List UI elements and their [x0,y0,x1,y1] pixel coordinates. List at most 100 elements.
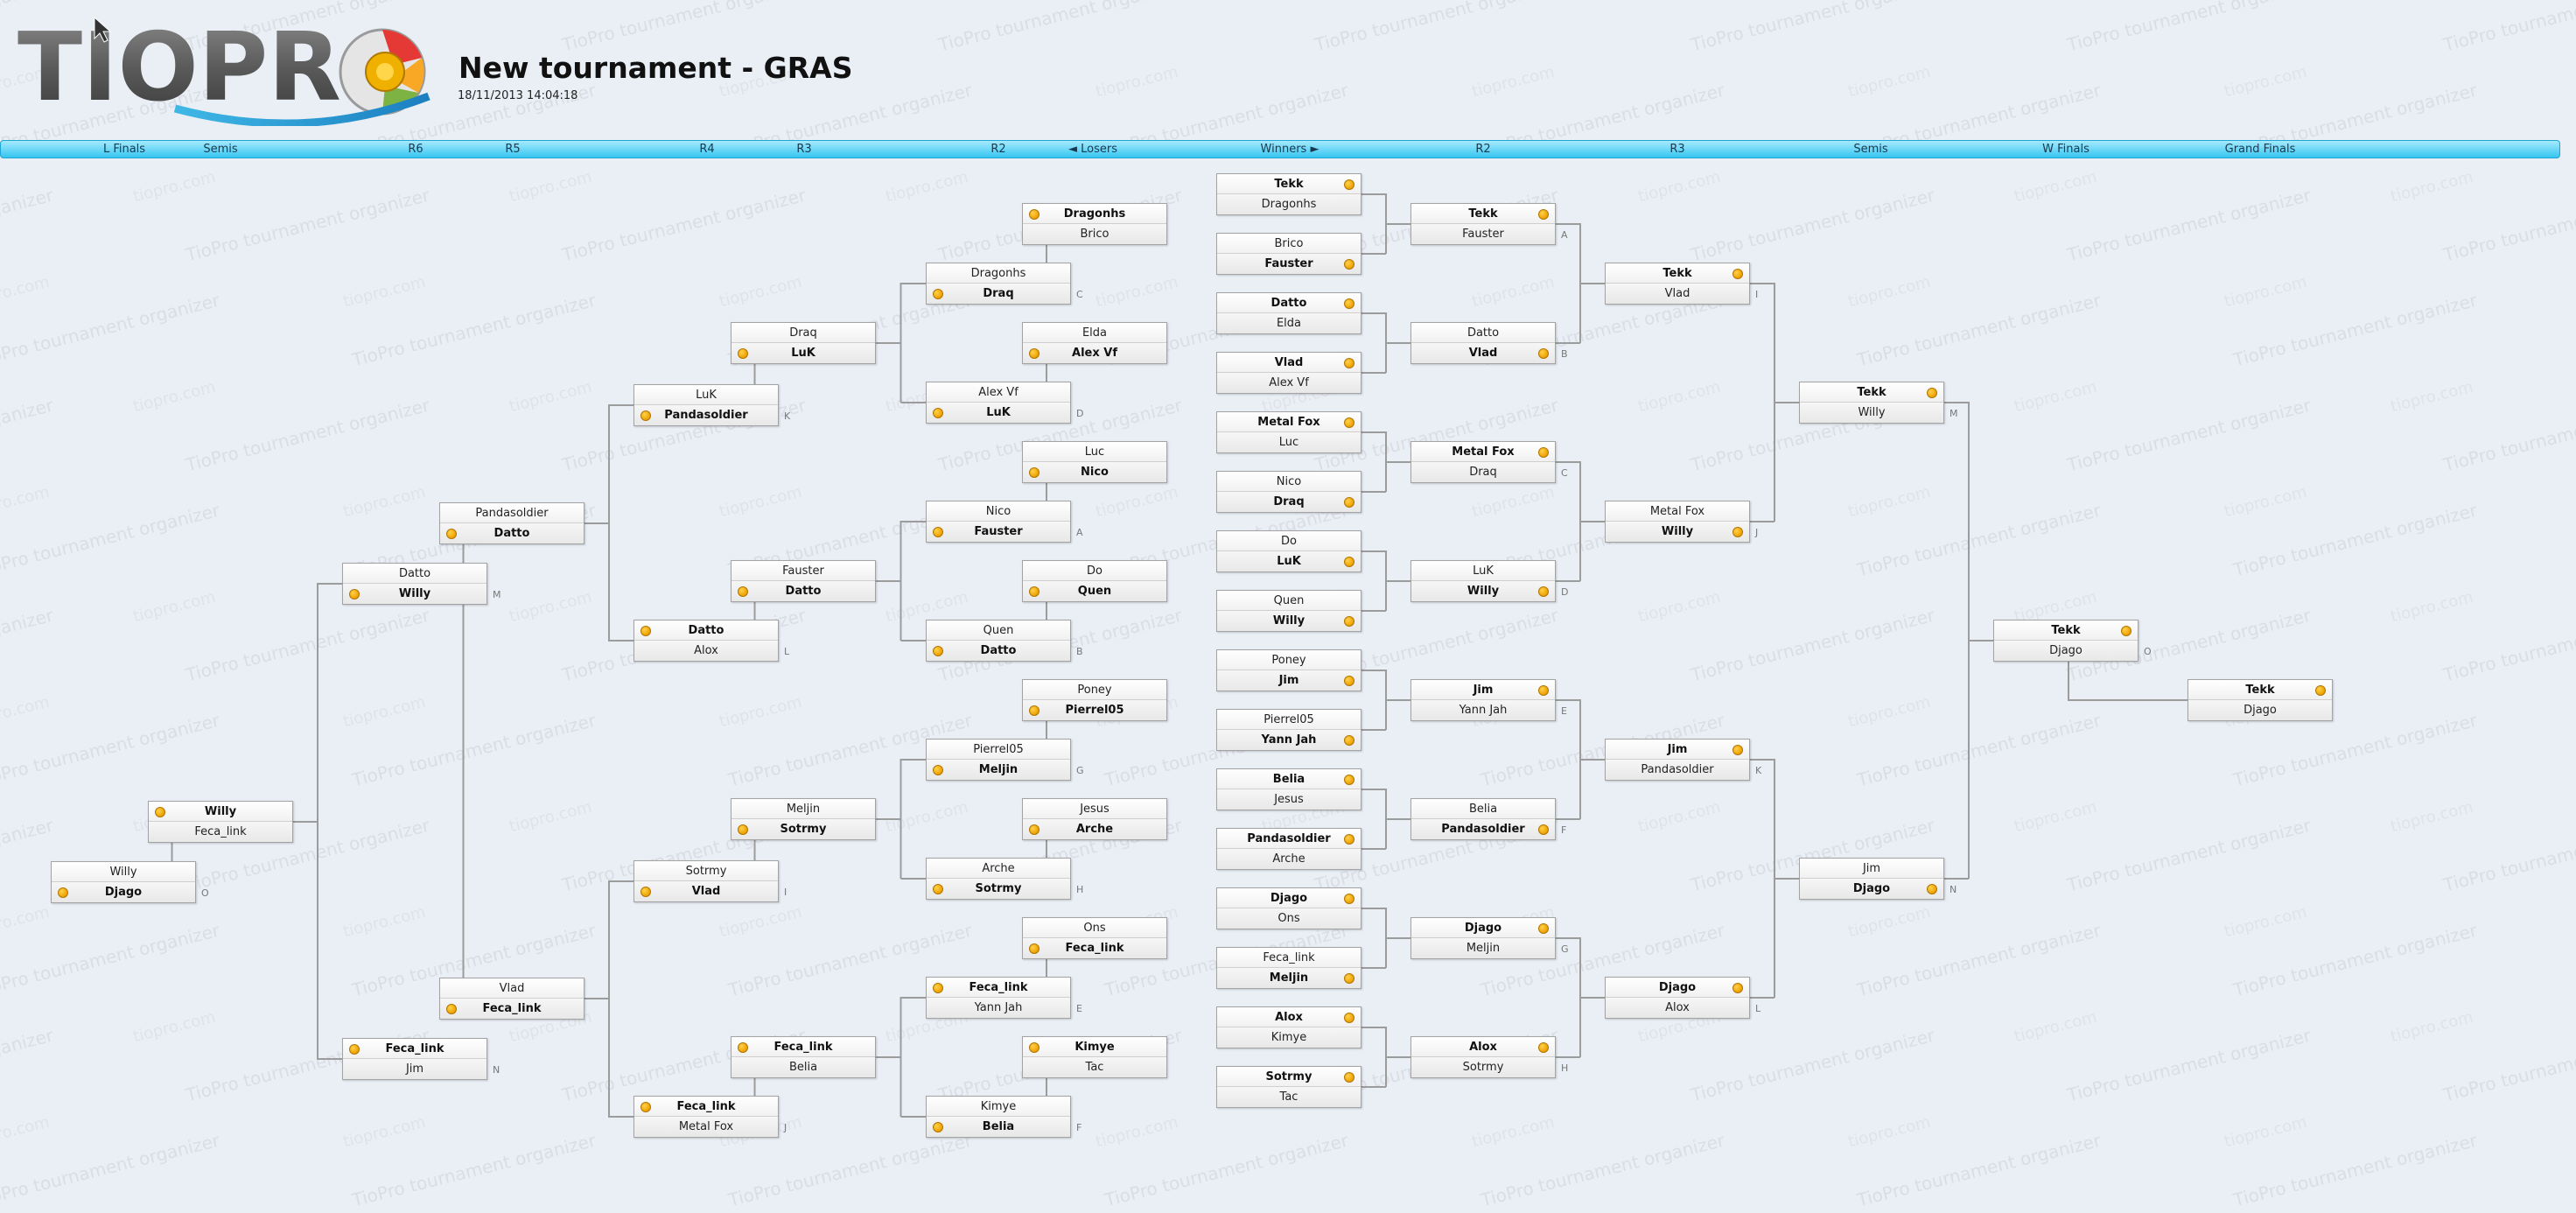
player-slot-top[interactable]: Sotrmy [1217,1067,1361,1087]
player-slot-top[interactable]: Kimye [927,1097,1070,1117]
player-slot-bottom[interactable]: Alex Vf [1023,343,1166,363]
player-slot-top[interactable]: Pierrel05 [927,740,1070,760]
player-slot-top[interactable]: Metal Fox [1217,412,1361,432]
player-slot-bottom[interactable]: Belia [927,1117,1070,1137]
player-slot-bottom[interactable]: Pandasoldier [1411,819,1555,839]
player-slot-bottom[interactable]: Djago [52,882,195,902]
player-slot-bottom[interactable]: Yann Jah [1411,700,1555,720]
player-slot-top[interactable]: Tekk [1800,382,1943,403]
round-label-r5[interactable]: R5 [505,143,521,156]
player-slot-bottom[interactable]: Jim [343,1059,486,1079]
player-slot-bottom[interactable]: Yann Jah [1217,730,1361,750]
round-label-r6[interactable]: R6 [408,143,424,156]
player-slot-bottom[interactable]: Draq [927,284,1070,304]
player-slot-top[interactable]: Tekk [2188,680,2332,700]
player-slot-bottom[interactable]: Djago [1800,879,1943,899]
round-label-lf[interactable]: L Finals [102,143,146,156]
player-slot-top[interactable]: Brico [1217,234,1361,254]
player-slot-bottom[interactable]: Pandasoldier [1606,760,1749,780]
player-slot-bottom[interactable]: Alox [634,641,778,661]
player-slot-top[interactable]: Datto [634,621,778,641]
player-slot-top[interactable]: Metal Fox [1411,442,1555,462]
player-slot-top[interactable]: Feca_link [732,1037,875,1057]
round-label-ws[interactable]: Semis [1853,143,1888,156]
player-slot-bottom[interactable]: Tac [1023,1057,1166,1077]
player-slot-top[interactable]: Ons [1023,918,1166,938]
player-slot-top[interactable]: Fauster [732,561,875,581]
player-slot-top[interactable]: Elda [1023,323,1166,343]
round-label-ls[interactable]: Semis [203,143,238,156]
player-slot-bottom[interactable]: Belia [732,1057,875,1077]
player-slot-bottom[interactable]: Elda [1217,313,1361,333]
player-slot-bottom[interactable]: Fauster [1411,224,1555,244]
player-slot-top[interactable]: Nico [1217,472,1361,492]
player-slot-bottom[interactable]: Meljin [927,760,1070,780]
player-slot-top[interactable]: Vlad [1217,353,1361,373]
player-slot-top[interactable]: Tekk [1994,621,2138,641]
player-slot-top[interactable]: Feca_link [343,1039,486,1059]
player-slot-bottom[interactable]: Tac [1217,1087,1361,1107]
player-slot-bottom[interactable]: Meljin [1411,938,1555,958]
player-slot-bottom[interactable]: Sotrmy [1411,1057,1555,1077]
player-slot-top[interactable]: Meljin [732,799,875,819]
player-slot-bottom[interactable]: Feca_link [440,999,584,1019]
player-slot-top[interactable]: Jim [1411,680,1555,700]
player-slot-top[interactable]: Jim [1606,740,1749,760]
player-slot-top[interactable]: Pandasoldier [1217,829,1361,849]
player-slot-top[interactable]: LuK [634,385,778,405]
player-slot-bottom[interactable]: Draq [1217,492,1361,512]
player-slot-top[interactable]: Dragonhs [1023,204,1166,224]
player-slot-bottom[interactable]: Fauster [927,522,1070,542]
player-slot-bottom[interactable]: LuK [732,343,875,363]
player-slot-bottom[interactable]: Alex Vf [1217,373,1361,393]
player-slot-top[interactable]: Do [1217,531,1361,551]
player-slot-bottom[interactable]: Sotrmy [927,879,1070,899]
player-slot-top[interactable]: Poney [1217,650,1361,670]
player-slot-bottom[interactable]: Sotrmy [732,819,875,839]
player-slot-top[interactable]: Nico [927,501,1070,522]
player-slot-bottom[interactable]: Draq [1411,462,1555,482]
player-slot-top[interactable]: Quen [1217,591,1361,611]
player-slot-bottom[interactable]: Willy [1411,581,1555,601]
player-slot-bottom[interactable]: Metal Fox [634,1117,778,1137]
player-slot-top[interactable]: Tekk [1411,204,1555,224]
player-slot-bottom[interactable]: Jesus [1217,789,1361,810]
player-slot-top[interactable]: Alox [1217,1007,1361,1027]
player-slot-top[interactable]: Feca_link [634,1097,778,1117]
round-label-r3l[interactable]: R3 [796,143,812,156]
player-slot-bottom[interactable]: Yann Jah [927,998,1070,1018]
player-slot-bottom[interactable]: Meljin [1217,968,1361,988]
player-slot-bottom[interactable]: Ons [1217,908,1361,929]
player-slot-top[interactable]: Poney [1023,680,1166,700]
